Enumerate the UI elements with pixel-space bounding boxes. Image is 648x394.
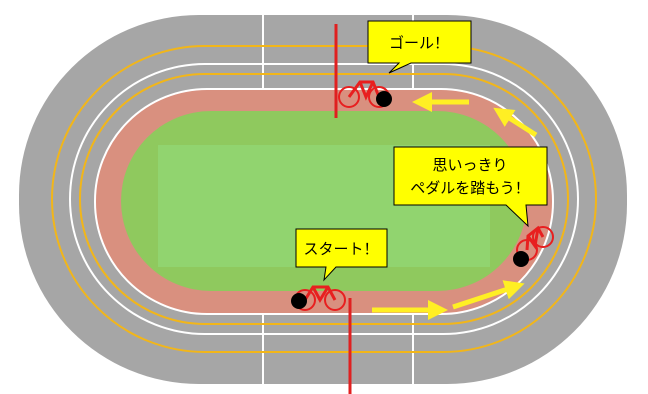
callout-pedal-line2: ペダルを踏もう！ [410, 179, 530, 197]
bicycle-icon-curve [513, 225, 554, 267]
bicycle-icon-start [291, 285, 346, 311]
yellow-lane-line-outer [51, 45, 597, 353]
rider-head [513, 251, 529, 267]
callout-start-text: スタート！ [303, 240, 378, 258]
direction-arrows [372, 92, 538, 320]
callout-goal: ゴール！ [367, 20, 472, 74]
yellow-lane-line-inner [79, 73, 569, 325]
callout-goal-text: ゴール！ [389, 34, 449, 52]
callout-pedal: 思いっきり ペダルを踏もう！ [393, 146, 548, 228]
bicycle-icon-goal [338, 80, 392, 108]
rider-head [291, 293, 307, 309]
callout-pedal-line1: 思いっきり [432, 156, 507, 174]
white-lane-line [69, 63, 579, 335]
callout-start: スタート！ [295, 228, 388, 282]
rider-head [376, 91, 392, 107]
arrow-bottom-curve [452, 280, 525, 310]
arrow-top-curve [493, 107, 538, 138]
